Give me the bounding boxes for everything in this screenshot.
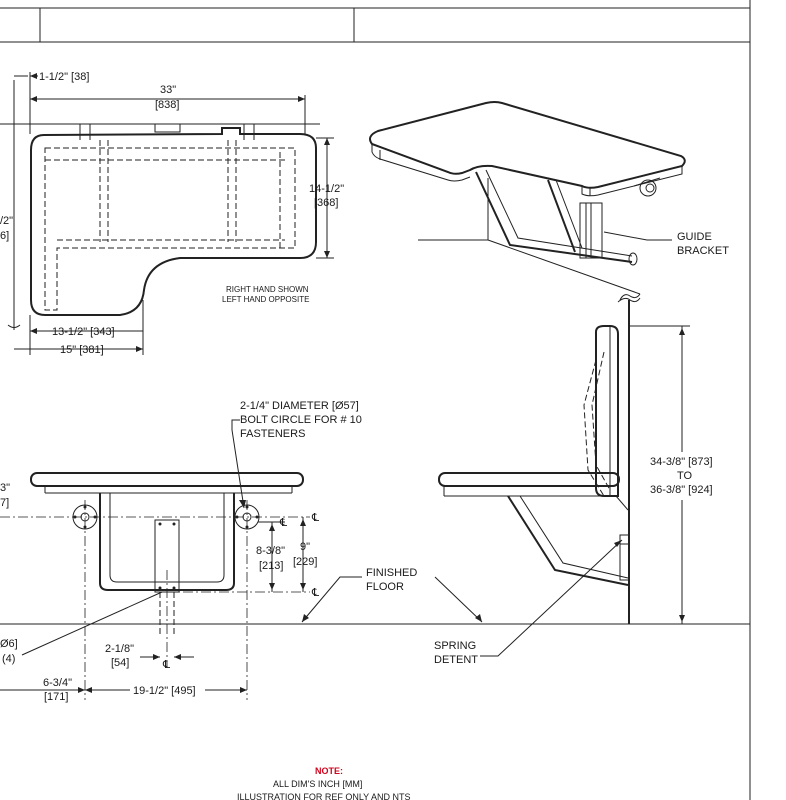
front-view-seat: 3" 7] Ø6] (4): [0, 472, 750, 700]
dim-9-label: 9": [300, 541, 310, 553]
cl-symbol-1: ℄: [279, 517, 287, 529]
dim-2-1-8-mm-label: [54]: [111, 657, 129, 669]
guide-callout-1: GUIDE: [677, 231, 712, 243]
dim-8-3-8-mm-label: [213]: [259, 560, 283, 572]
side-view-seat: FINISHED FLOOR SPRING DETENT 34-3/8" [87…: [301, 293, 722, 666]
dim-width-label: 33": [160, 84, 176, 96]
front-left-partial-2: 7]: [0, 497, 9, 509]
height-label-3: 36-3/8" [924]: [650, 484, 713, 496]
dim-notch-total-label: 15" [381]: [60, 344, 104, 356]
note-line-2: ILLUSTRATION FOR REF ONLY AND NTS: [237, 792, 411, 800]
dim-left-partial-1: /2": [0, 215, 13, 227]
bolt-note-line-1: 2-1/4" DIAMETER [Ø57]: [240, 400, 359, 412]
top-view-dimensions: 1-1/2" [38] 33" [838] 14-1/2" [368] /2" …: [0, 71, 344, 356]
note-line-1: ALL DIM'S INCH [MM]: [273, 779, 362, 789]
front-left-partial-1: 3": [0, 482, 10, 494]
dim-8-3-8-label: 8-3/8": [256, 545, 285, 557]
front-left-partial-4: (4): [2, 653, 15, 665]
front-view-dimensions: 2-1/4" DIAMETER [Ø57] BOLT CIRCLE FOR # …: [0, 400, 362, 703]
drawing-note: NOTE: ALL DIM'S INCH [MM] ILLUSTRATION F…: [237, 766, 411, 800]
hand-note-line-1: RIGHT HAND SHOWN: [226, 285, 309, 294]
dim-edge-label: 1-1/2" [38]: [39, 71, 89, 83]
hand-note-line-2: LEFT HAND OPPOSITE: [222, 295, 309, 304]
detent-label-2: DETENT: [434, 654, 478, 666]
dim-19-1-2-label: 19-1/2" [495]: [133, 685, 196, 697]
cl-symbol-2: ℄: [311, 512, 319, 524]
dim-width-mm-label: [838]: [155, 99, 179, 111]
dim-notch-label: 13-1/2" [343]: [52, 326, 115, 338]
height-label-1: 34-3/8" [873]: [650, 456, 713, 468]
dim-9-mm-label: [229]: [293, 556, 317, 568]
dim-depth-label: 14-1/2": [309, 183, 344, 195]
cl-symbol-4: ℄: [162, 659, 170, 671]
dim-6-3-4-mm-label: [171]: [44, 691, 68, 703]
bolt-note-line-2: BOLT CIRCLE FOR # 10: [240, 414, 362, 426]
dim-2-1-8-label: 2-1/8": [105, 643, 134, 655]
guide-callout-2: BRACKET: [677, 245, 729, 257]
front-left-partial-3: Ø6]: [0, 638, 18, 650]
dim-depth-mm-label: [368]: [314, 197, 338, 209]
floor-label-1: FINISHED: [366, 567, 417, 579]
bolt-note-line-3: FASTENERS: [240, 428, 305, 440]
height-label-2: TO: [677, 470, 693, 482]
floor-label-2: FLOOR: [366, 581, 404, 593]
dim-6-3-4-label: 6-3/4": [43, 677, 72, 689]
top-view-seat: [0, 80, 320, 330]
detent-label-1: SPRING: [434, 640, 476, 652]
iso-view-seat: GUIDE BRACKET: [369, 101, 729, 303]
note-title: NOTE:: [315, 766, 343, 776]
title-block: [0, 0, 751, 800]
cl-symbol-3: ℄: [311, 587, 319, 599]
dim-left-partial-2: 6]: [0, 230, 9, 242]
